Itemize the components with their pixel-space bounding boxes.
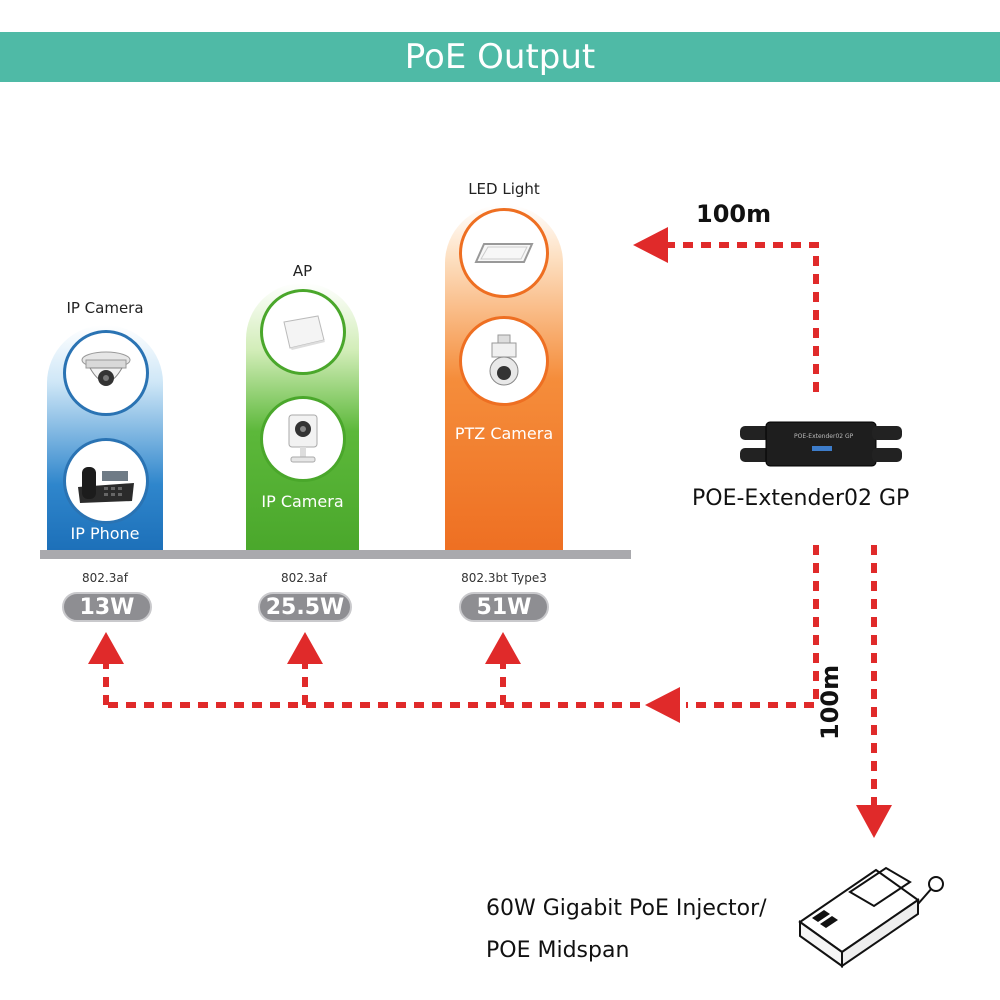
column-1-standard: 802.3af (82, 571, 128, 585)
left-arrow-head (645, 687, 680, 723)
injector-label-line2: POE Midspan (486, 938, 630, 963)
top-link-line (668, 242, 819, 392)
right-distance-label: 100m (816, 664, 844, 740)
top-distance-label: 100m (696, 200, 772, 228)
up-arrow-head (287, 632, 323, 664)
shelf-base (40, 550, 631, 559)
ip-phone-icon (63, 438, 149, 524)
up-arrow-head (88, 632, 124, 664)
column-1-power-badge: 13W (62, 592, 152, 622)
column-2-power-badge: 25.5W (258, 592, 352, 622)
column-2-top-label: AP (292, 262, 313, 280)
ip-camera-icon (63, 330, 149, 416)
column-1-bottom-label: IP Phone (70, 524, 140, 543)
column-3-power-badge: 51W (459, 592, 549, 622)
ptz-camera-icon (459, 316, 549, 406)
ip-camera-icon (260, 396, 346, 482)
extender-device-icon: POE-Extender02 GP (740, 421, 902, 467)
header-banner: PoE Output (0, 32, 1000, 82)
column-2-standard: 802.3af (281, 571, 327, 585)
column-2-bottom-label: IP Camera (261, 492, 344, 511)
extender-device-text: POE-Extender02 GP (794, 433, 854, 440)
injector-device-icon (798, 866, 944, 968)
left-arrow-head (633, 227, 668, 263)
injector-label-line1: 60W Gigabit PoE Injector/ (486, 896, 767, 921)
column-3-standard: 802.3bt Type3 (461, 571, 547, 585)
up-arrow-head (485, 632, 521, 664)
extender-down-line (686, 545, 819, 708)
column-3-top-label: LED Light (468, 180, 540, 198)
column-1-top-label: IP Camera (66, 299, 144, 317)
access-point-icon (260, 289, 346, 375)
column-3-bottom-label: PTZ Camera (454, 424, 554, 443)
down-arrow-head (856, 805, 892, 838)
extender-label: POE-Extender02 GP (692, 486, 910, 511)
led-light-icon (459, 208, 549, 298)
page-title: PoE Output (404, 37, 596, 77)
